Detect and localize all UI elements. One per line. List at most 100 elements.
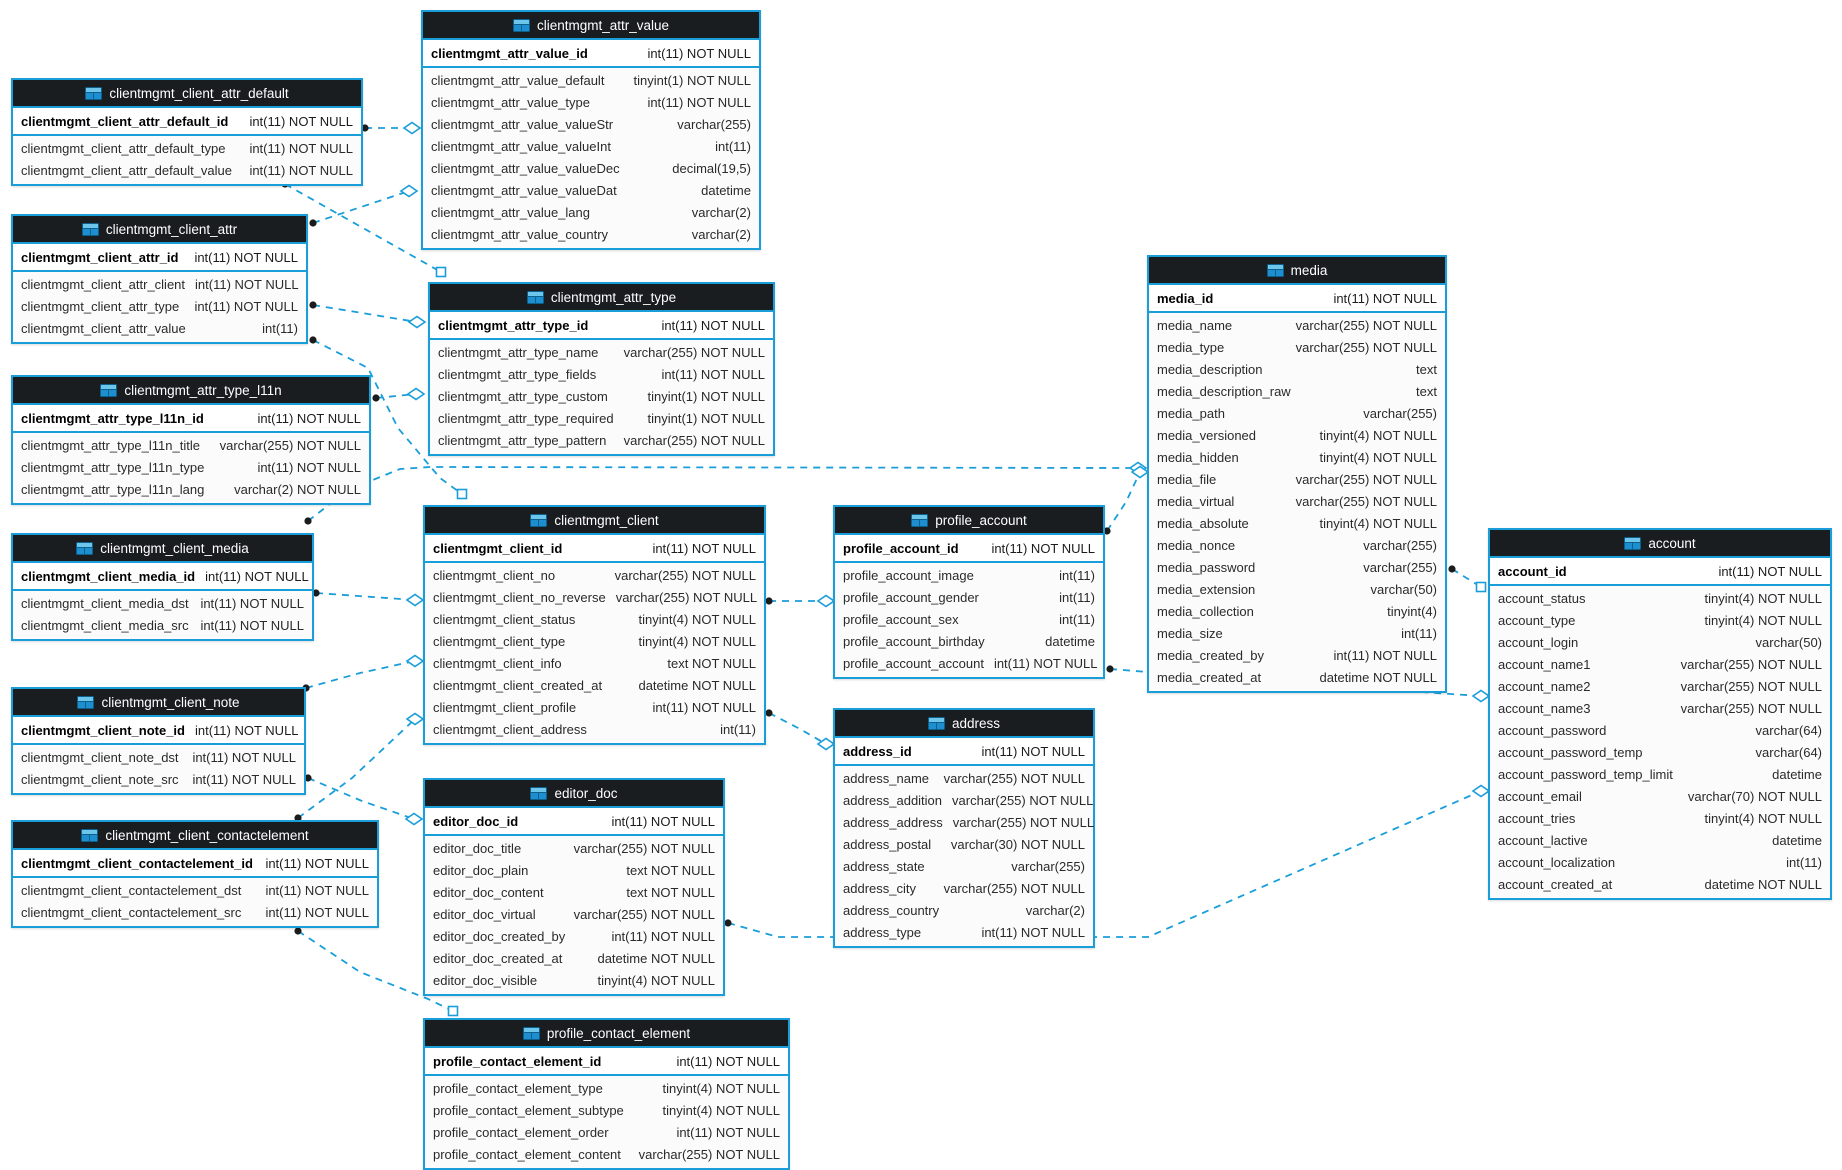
relationship-client_media_dst-to-client[interactable]	[315, 592, 416, 601]
column-name: clientmgmt_client_attr_default_type	[21, 140, 226, 156]
column-type: int(11)	[715, 138, 751, 154]
table-header[interactable]: clientmgmt_attr_type	[430, 284, 773, 312]
table-clientmgmt_client_attr[interactable]: clientmgmt_client_attr clientmgmt_client…	[11, 214, 308, 344]
relationship-client_note_dst-to-client[interactable]	[305, 660, 416, 689]
table-address[interactable]: address address_id int(11) NOT NULL addr…	[833, 708, 1095, 948]
table-clientmgmt_client_contactelement[interactable]: clientmgmt_client_contactelement clientm…	[11, 820, 379, 928]
table-header[interactable]: clientmgmt_client	[425, 507, 764, 535]
table-clientmgmt_client[interactable]: clientmgmt_client clientmgmt_client_id i…	[423, 505, 766, 745]
relationship-start-dot	[309, 301, 317, 309]
column-name: clientmgmt_client_attr_default_value	[21, 162, 233, 178]
column-name: clientmgmt_client_attr_value	[21, 320, 186, 336]
primary-key-type: int(11) NOT NULL	[991, 540, 1095, 556]
relationship-client_attr_type-to-attr_type[interactable]	[312, 304, 418, 323]
column-name: media_path	[1157, 405, 1225, 421]
table-clientmgmt_attr_type_l11n[interactable]: clientmgmt_attr_type_l11n clientmgmt_att…	[11, 375, 371, 505]
column-name: address_type	[843, 924, 922, 940]
primary-key-name: profile_contact_element_id	[433, 1053, 602, 1069]
table-clientmgmt_client_note[interactable]: clientmgmt_client_note clientmgmt_client…	[11, 687, 306, 795]
table-header[interactable]: clientmgmt_attr_type_l11n	[13, 377, 369, 405]
table-profile_account[interactable]: profile_account profile_account_id int(1…	[833, 505, 1105, 679]
column-type: tinyint(4) NOT NULL	[597, 972, 715, 988]
table-account[interactable]: account account_id int(11) NOT NULL acco…	[1488, 528, 1832, 900]
column-name: clientmgmt_client_media_dst	[21, 595, 189, 611]
column-type: int(11) NOT NULL	[265, 882, 369, 898]
relationship-client_attr_value-to-attr_value[interactable]	[312, 190, 410, 224]
table-header[interactable]: clientmgmt_client_note	[13, 689, 304, 717]
relationship-client_address-to-address[interactable]	[768, 712, 827, 745]
primary-key-row: account_id int(11) NOT NULL	[1490, 558, 1830, 586]
relationship-attr_type_l11n_type-to-attr_type[interactable]	[375, 393, 417, 399]
primary-key-row: clientmgmt_attr_type_id int(11) NOT NULL	[430, 312, 773, 340]
relationship-client_note_src-to-editor_doc[interactable]	[307, 777, 415, 820]
primary-key-type: int(11) NOT NULL	[265, 855, 369, 871]
table-header[interactable]: address	[835, 710, 1093, 738]
column-row: address_type int(11) NOT NULL	[835, 921, 1093, 943]
primary-key-row: profile_account_id int(11) NOT NULL	[835, 535, 1103, 563]
table-header[interactable]: account	[1490, 530, 1830, 558]
table-header[interactable]: profile_account	[835, 507, 1103, 535]
table-editor_doc[interactable]: editor_doc editor_doc_id int(11) NOT NUL…	[423, 778, 725, 996]
column-name: media_type	[1157, 339, 1225, 355]
column-name: address_state	[843, 858, 925, 874]
column-type: varchar(255) NOT NULL	[1680, 678, 1822, 694]
table-clientmgmt_attr_type[interactable]: clientmgmt_attr_type clientmgmt_attr_typ…	[428, 282, 775, 456]
table-header[interactable]: clientmgmt_client_contactelement	[13, 822, 377, 850]
relationship-start-dot	[304, 774, 312, 782]
table-icon	[81, 828, 99, 842]
relationship-contactelement_dst-to-client[interactable]	[297, 718, 416, 819]
table-header[interactable]: clientmgmt_client_media	[13, 535, 312, 563]
table-title: clientmgmt_client_attr_default	[109, 85, 289, 101]
table-header[interactable]: profile_contact_element	[425, 1020, 788, 1048]
table-title: clientmgmt_client_attr	[105, 221, 238, 237]
relationship-attr_default_type-to-attr_type[interactable]	[284, 183, 442, 273]
table-clientmgmt_client_media[interactable]: clientmgmt_client_media clientmgmt_clien…	[11, 533, 314, 641]
table-header[interactable]: media	[1149, 257, 1445, 285]
column-name: clientmgmt_attr_value_type	[431, 94, 590, 110]
table-icon	[1266, 263, 1284, 277]
column-type: varchar(255) NOT NULL	[1295, 339, 1437, 355]
column-type: datetime	[1772, 766, 1822, 782]
column-type: int(11) NOT NULL	[200, 595, 304, 611]
table-title: clientmgmt_client	[554, 512, 659, 528]
column-type: int(11) NOT NULL	[981, 924, 1085, 940]
column-name: media_description	[1157, 361, 1263, 377]
relationship-profile_account_image-to-media[interactable]	[1106, 471, 1141, 532]
column-type: datetime NOT NULL	[597, 950, 715, 966]
table-header[interactable]: clientmgmt_client_attr_default	[13, 80, 361, 108]
primary-key-row: profile_contact_element_id int(11) NOT N…	[425, 1048, 788, 1076]
relationship-client_media_src-to-media[interactable]	[307, 466, 1139, 522]
relationship-contactelement_src-to-profile_contact_element[interactable]	[297, 930, 454, 1012]
table-profile_contact_element[interactable]: profile_contact_element profile_contact_…	[423, 1018, 790, 1170]
column-name: media_virtual	[1157, 493, 1235, 509]
column-type: int(11) NOT NULL	[647, 94, 751, 110]
table-icon	[81, 222, 99, 236]
table-header[interactable]: clientmgmt_attr_value	[423, 12, 759, 40]
table-icon	[927, 716, 945, 730]
column-name: media_file	[1157, 471, 1217, 487]
table-media[interactable]: media media_id int(11) NOT NULL media_na…	[1147, 255, 1447, 693]
relationship-client_attr_client-to-client[interactable]	[312, 339, 463, 495]
column-name: media_hidden	[1157, 449, 1239, 465]
column-name: account_name2	[1498, 678, 1591, 694]
table-header[interactable]: editor_doc	[425, 780, 723, 808]
table-clientmgmt_client_attr_default[interactable]: clientmgmt_client_attr_default clientmgm…	[11, 78, 363, 186]
table-clientmgmt_attr_value[interactable]: clientmgmt_attr_value clientmgmt_attr_va…	[421, 10, 761, 250]
relationship-end-diamond	[1471, 689, 1491, 703]
column-name: account_type	[1498, 612, 1576, 628]
table-header[interactable]: clientmgmt_client_attr	[13, 216, 306, 244]
